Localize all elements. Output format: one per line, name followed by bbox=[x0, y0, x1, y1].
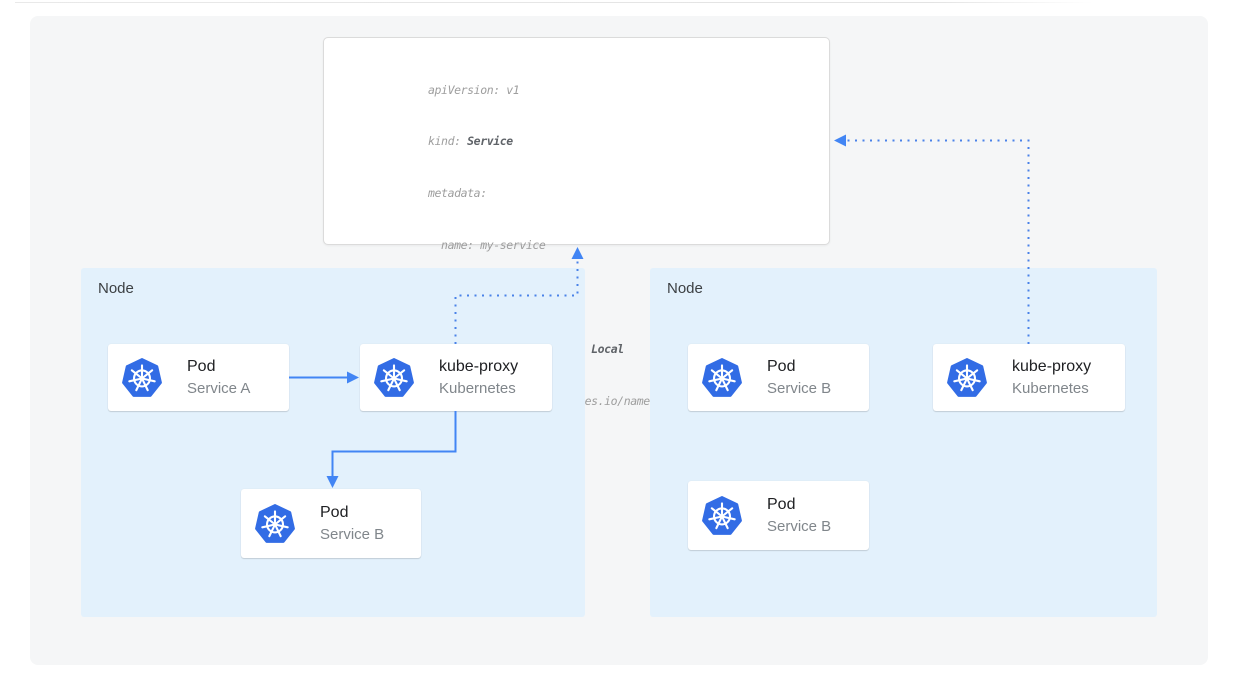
kubernetes-icon bbox=[121, 357, 163, 399]
service-yaml-manifest-card: apiVersion: v1 kind: Service metadata: n… bbox=[323, 37, 830, 616]
card-title: kube-proxy bbox=[1012, 358, 1092, 375]
card-title: kube-proxy bbox=[439, 358, 519, 375]
card-subtitle: Service B bbox=[767, 380, 832, 397]
code-line: metadata: bbox=[428, 186, 487, 201]
pod-card-service-b-right-top: Pod Service B bbox=[688, 344, 869, 411]
card-subtitle: Service A bbox=[187, 380, 251, 397]
kube-proxy-card-right: kube-proxy Kubernetes bbox=[933, 344, 1125, 411]
node-label: Node bbox=[98, 280, 134, 297]
card-subtitle: Service B bbox=[320, 526, 385, 543]
card-title: Pod bbox=[320, 504, 349, 521]
kubernetes-icon bbox=[701, 495, 743, 537]
card-subtitle: Service B bbox=[767, 518, 832, 535]
card-title: Pod bbox=[767, 358, 796, 375]
code-line: kind: Service bbox=[428, 134, 513, 149]
pod-card-service-b-left: Pod Service B bbox=[241, 489, 421, 558]
node-box-left: Node bbox=[81, 268, 585, 617]
pod-card-service-b-right-bottom: Pod Service B bbox=[688, 481, 869, 550]
node-label: Node bbox=[667, 280, 703, 297]
code-line: apiVersion: v1 bbox=[428, 82, 520, 97]
pod-card-service-a-left: Pod Service A bbox=[108, 344, 289, 411]
top-divider bbox=[15, 2, 1093, 3]
code-line: name: my-service bbox=[428, 238, 546, 253]
card-subtitle: Kubernetes bbox=[439, 380, 516, 397]
card-title: Pod bbox=[187, 358, 216, 375]
kubernetes-icon bbox=[701, 357, 743, 399]
kubernetes-icon bbox=[373, 357, 415, 399]
kubernetes-icon bbox=[254, 503, 296, 545]
card-title: Pod bbox=[767, 496, 796, 513]
card-subtitle: Kubernetes bbox=[1012, 380, 1089, 397]
kubernetes-icon bbox=[946, 357, 988, 399]
kube-proxy-card-left: kube-proxy Kubernetes bbox=[360, 344, 552, 411]
node-box-right: Node bbox=[650, 268, 1157, 617]
